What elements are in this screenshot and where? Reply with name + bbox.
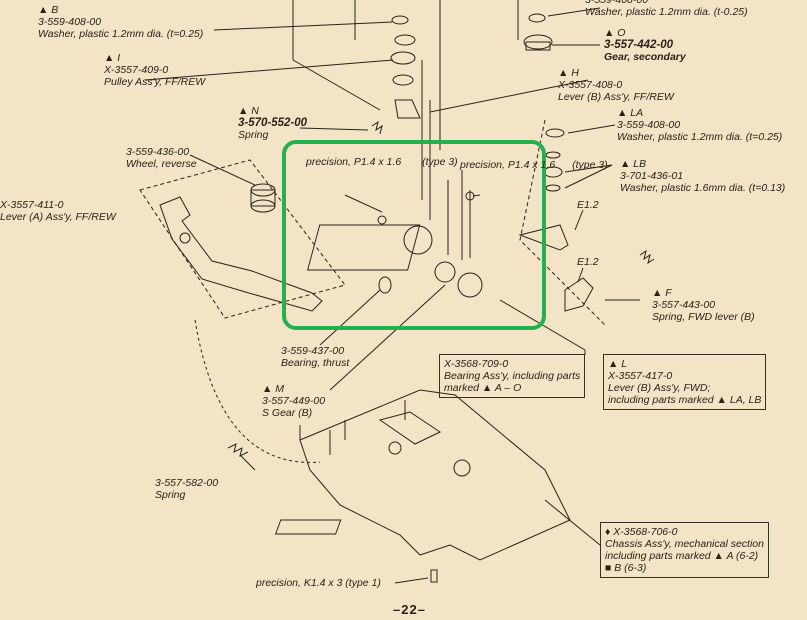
label-lever-a: X-3557-411-0 Lever (A) Ass'y, FF/REW: [0, 199, 116, 223]
label-lever-b-ffrew: ▲ H X-3557-408-0 Lever (B) Ass'y, FF/REW: [558, 67, 674, 103]
highlight-region: [282, 140, 546, 330]
box-bearing-assy: X-3568-709-0 Bearing Ass'y, including pa…: [439, 354, 586, 398]
label-screw-k: precision, K1.4 x 3 (type 1): [256, 577, 381, 589]
label-spring-fwd: ▲ F 3-557-443-00 Spring, FWD lever (B): [652, 287, 755, 323]
label-pulley: ▲ I X-3557-409-0 Pulley Ass'y, FF/REW: [104, 52, 206, 88]
washer-top-right: [528, 13, 546, 23]
label-washer-b: ▲ B 3-559-408-00 Washer, plastic 1.2mm d…: [38, 4, 204, 40]
label-precision-left: precision, P1.4 x 1.6 (type 3): [306, 156, 458, 168]
label-precision-right: precision, P1.4 x 1.6 (type 3): [460, 159, 608, 171]
label-washer-la: ▲ LA 3-559-408-00 Washer, plastic 1.2mm …: [617, 107, 783, 143]
box-chassis: ♦ X-3568-706-0 Chassis Ass'y, mechanical…: [600, 522, 769, 578]
chassis-shape: [299, 389, 571, 561]
label-bearing-thrust: 3-559-437-00 Bearing, thrust: [281, 345, 350, 369]
box-lever-b-fwd: ▲ L X-3557-417-0 Lever (B) Ass'y, FWD; i…: [603, 354, 767, 410]
label-washer-lb: ▲ LB 3-701-436-01 Washer, plastic 1.6mm …: [620, 158, 786, 194]
label-s-gear: ▲ M 3-557-449-00 S Gear (B): [262, 383, 326, 419]
lever-a-shape: [159, 196, 323, 312]
label-gear-secondary: ▲ O 3-557-442-00 Gear, secondary: [604, 27, 686, 63]
label-washer-top-right: 3-559-408-00 Washer, plastic 1.2mm dia. …: [585, 0, 748, 18]
label-wheel-reverse: 3-559-436-00 Wheel, reverse: [126, 146, 197, 170]
label-e12-bottom: E1.2: [577, 256, 599, 268]
label-spring-n: ▲ N 3-570-552-00 Spring: [238, 105, 308, 141]
label-spring-bottom: 3-557-582-00 Spring: [155, 477, 219, 501]
washer-b: [391, 15, 409, 25]
page-number: –22–: [393, 602, 426, 617]
label-e12-top: E1.2: [577, 199, 599, 211]
